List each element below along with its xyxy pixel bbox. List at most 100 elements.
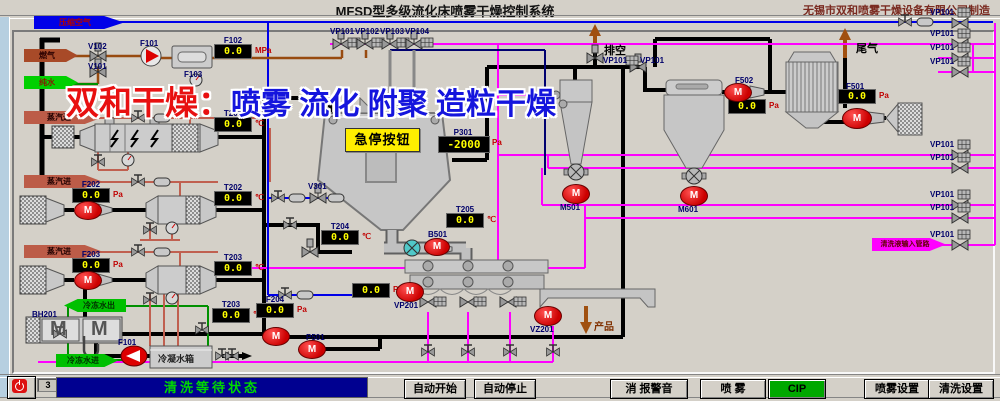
label-f103: F103 — [184, 70, 203, 79]
tag-steam-2: 蒸汽进 — [24, 175, 102, 188]
label-rvp-5: VP101 — [930, 153, 955, 162]
f101-pump-2[interactable] — [120, 345, 148, 367]
cip-lines — [38, 23, 996, 363]
tag-steam-1: 蒸汽进 — [24, 111, 102, 124]
bh201-blower — [25, 316, 123, 344]
label-rvp-0: VP101 — [930, 8, 955, 17]
motor-f502-pump[interactable]: M — [724, 83, 752, 102]
motor-b501[interactable]: M — [424, 238, 450, 256]
label-f501: F501 — [846, 82, 865, 91]
watermark: 双和干燥：喷雾 流化 附聚 造粒干燥 — [66, 84, 557, 121]
label-m501: M501 — [560, 203, 581, 212]
power-button[interactable] — [7, 376, 36, 399]
titlebar-divider — [0, 15, 1000, 19]
label-vent-vp101: VP101 — [603, 56, 628, 65]
agglomerator-hopper — [663, 79, 725, 169]
label-vp102: VP102 — [355, 27, 380, 36]
electric-heater — [51, 117, 219, 153]
bag-filter — [784, 51, 840, 129]
motor-fan3[interactable]: M — [74, 271, 102, 290]
label-vp103: VP103 — [380, 27, 405, 36]
signal-line — [390, 49, 546, 175]
label-p501: P501 — [306, 333, 325, 342]
label-rvp-1: VP101 — [930, 29, 955, 38]
label-vent: 排空 — [604, 45, 626, 57]
label-vp104: VP104 — [405, 27, 430, 36]
motor-m501[interactable]: M — [562, 184, 590, 204]
motor-m601[interactable]: M — [680, 186, 708, 206]
title-bar — [0, 0, 1000, 15]
steam-heater-1 — [19, 195, 217, 225]
outlet-arrow — [242, 352, 252, 360]
inline-filter — [171, 45, 213, 69]
company-name: 无锡市双和喷雾干燥设备有限公司制造 — [803, 5, 990, 17]
label-bh201: BH201 — [32, 310, 57, 319]
label-v101: V101 — [88, 62, 107, 71]
label-b501: B501 — [428, 230, 448, 239]
bottombar-divider — [0, 374, 1000, 378]
motor-f204[interactable]: M — [262, 327, 290, 346]
label-tail-gas: 尾气 — [856, 43, 878, 55]
tag-steam-3: 蒸汽进 — [24, 245, 102, 258]
spray-settings-button[interactable]: 喷雾设置 — [864, 379, 930, 399]
tag-cip-inlet: 清洗液输入管路 — [872, 238, 946, 251]
label-rvp-6: VP101 — [930, 190, 955, 199]
hopper-rotary-valve[interactable] — [681, 167, 707, 185]
emergency-stop-button[interactable]: 急停按钮 — [345, 128, 420, 152]
label-vp201: VP201 — [394, 301, 419, 310]
label-vp101: VP101 — [330, 27, 355, 36]
label-rvp-2: VP101 — [930, 43, 955, 52]
cip-button[interactable]: CIP — [768, 379, 826, 399]
motor-vz201[interactable]: M — [534, 306, 562, 326]
label-f101: F101 — [140, 39, 159, 48]
label-duct-vp101: VP101 — [640, 56, 665, 65]
label-v301: V301 — [308, 182, 327, 191]
mute-alarm-button[interactable]: 消 报警音 — [610, 379, 688, 399]
auto-start-button[interactable]: 自动开始 — [404, 379, 466, 399]
fluidbed-conveyor — [404, 259, 656, 309]
f101-pump[interactable] — [140, 45, 162, 67]
tag-pure-water: 纯水 — [24, 76, 78, 89]
auto-stop-button[interactable]: 自动停止 — [474, 379, 536, 399]
condensate-tank — [149, 345, 213, 369]
power-icon — [12, 379, 27, 393]
motor-fan2[interactable]: M — [74, 201, 102, 220]
motor-vp201[interactable]: M — [396, 282, 424, 302]
tag-compressed-air: 压缩空气 — [34, 16, 124, 29]
tag-fuel: 燃气 — [24, 49, 78, 62]
silencer — [885, 102, 923, 136]
left-edge-strip — [0, 17, 10, 398]
status-bar: 清洗等待状态 — [56, 377, 368, 398]
label-condensate-tank: 冷凝水箱 — [158, 354, 195, 364]
motor-f501-fan[interactable]: M — [842, 108, 872, 129]
motor-p501[interactable]: M — [298, 340, 326, 359]
atomizer-feed-lines — [388, 50, 416, 96]
label-rvp-8: VP101 — [930, 230, 955, 239]
spray-button[interactable]: 喷 雾 — [700, 379, 766, 399]
right-vp101-valves[interactable] — [951, 7, 971, 251]
bh201-m1: M — [50, 318, 67, 340]
label-v102: V102 — [88, 42, 107, 51]
label-m601: M601 — [678, 205, 699, 214]
label-vz201: VZ201 — [530, 325, 554, 334]
label-f101-2: F101 — [118, 338, 137, 347]
tag-chilled-water-out: 冷冻水出 — [64, 299, 126, 312]
tailgas-arrow — [839, 28, 851, 58]
label-rvp-3: VP101 — [930, 57, 955, 66]
label-product: 产品 — [594, 322, 614, 333]
cyclone-rotary-valve[interactable] — [563, 163, 589, 181]
steam-heater-2 — [19, 265, 217, 295]
label-f502: F502 — [735, 76, 754, 85]
bh201-m2: M — [91, 318, 108, 340]
wash-settings-button[interactable]: 清洗设置 — [928, 379, 994, 399]
